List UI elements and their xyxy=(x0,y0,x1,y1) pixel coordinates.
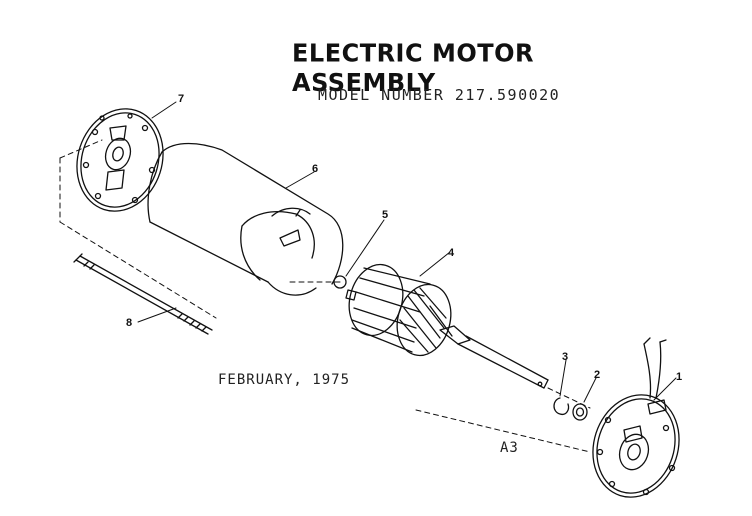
callout-4: 4 xyxy=(448,247,455,259)
callout-6: 6 xyxy=(312,163,318,175)
drawing-date: FEBRUARY, 1975 xyxy=(218,372,351,388)
armature xyxy=(345,263,549,389)
diagram-title: ELECTRIC MOTOR ASSEMBLY xyxy=(292,38,534,98)
callout-2: 2 xyxy=(594,369,600,381)
thrust-washer xyxy=(333,275,347,289)
callout-8: 8 xyxy=(126,317,132,329)
page-code: A3 xyxy=(500,440,519,456)
leader-lines xyxy=(137,101,677,403)
callout-5: 5 xyxy=(382,209,388,221)
callout-7: 7 xyxy=(178,93,184,105)
alignment-lines xyxy=(59,139,591,453)
model-number: MODEL NUMBER 217.590020 xyxy=(318,86,561,104)
end-bell-front xyxy=(592,337,680,498)
end-bell-rear xyxy=(76,108,164,212)
spacer-washer xyxy=(572,403,588,421)
callout-3: 3 xyxy=(562,351,568,363)
through-bolt xyxy=(73,253,213,335)
callout-1: 1 xyxy=(676,371,682,383)
motor-shell xyxy=(147,142,344,296)
retaining-ring xyxy=(553,397,570,416)
